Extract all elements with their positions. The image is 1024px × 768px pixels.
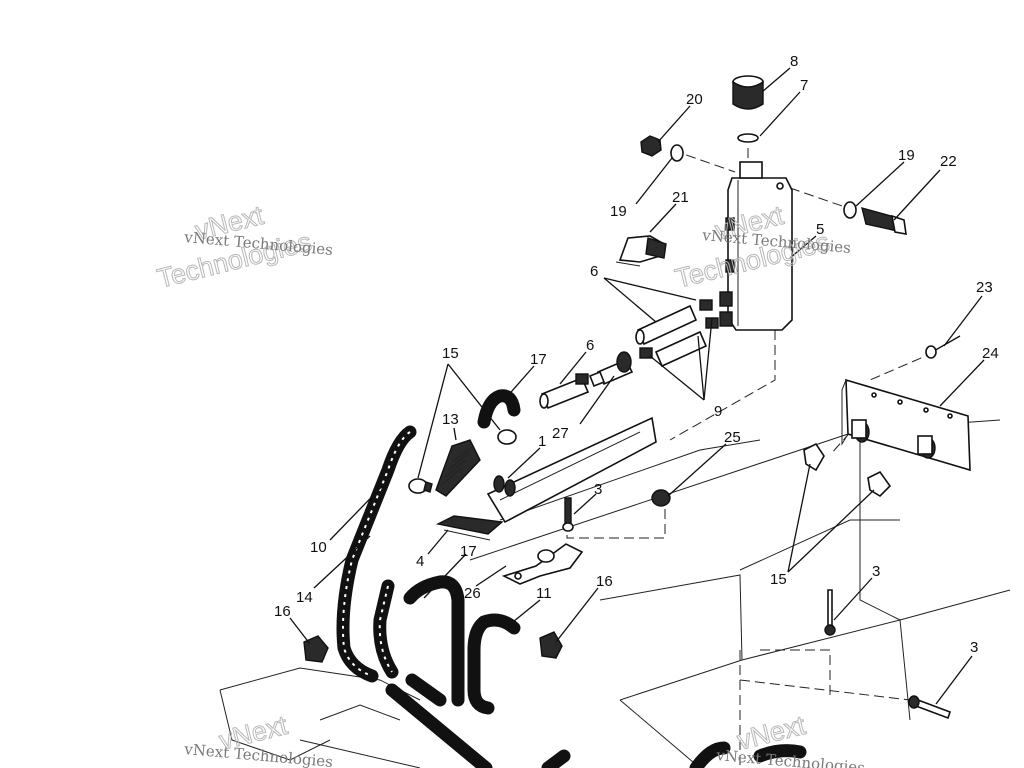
shim-plate xyxy=(435,515,504,541)
callout-17-top: 17 xyxy=(530,351,547,368)
callout-4: 4 xyxy=(416,553,424,570)
long-hose-14 xyxy=(373,579,399,679)
rivet-top xyxy=(925,335,961,359)
callout-10: 10 xyxy=(310,539,327,556)
cap-gasket xyxy=(737,133,759,143)
watermark-bottom-left: vNext vNext Technologies xyxy=(183,709,334,768)
hose-clamp-left xyxy=(408,478,433,494)
screw-3-bottom xyxy=(908,695,952,720)
coolant-reservoir xyxy=(725,161,793,331)
callout-14: 14 xyxy=(296,589,313,606)
clamp-16-left xyxy=(303,635,329,663)
callout-22: 22 xyxy=(940,153,957,170)
callout-11: 11 xyxy=(536,585,552,602)
washer-left xyxy=(670,144,684,162)
callout-21: 21 xyxy=(672,189,689,206)
mounting-bracket xyxy=(486,416,657,524)
callout-26: 26 xyxy=(464,585,481,602)
hose-clamps-right xyxy=(803,442,892,498)
mounting-bolt xyxy=(861,207,907,235)
heat-exchanger-bracket xyxy=(841,378,971,472)
callout-8: 8 xyxy=(790,53,798,70)
callout-7: 7 xyxy=(800,77,808,94)
watermark-bottom-right: vNext vNext Technologies xyxy=(715,709,866,768)
callout-labels: 8 7 20 19 19 22 21 5 6 6 23 24 15 17 13 … xyxy=(274,53,999,656)
callout-20: 20 xyxy=(686,91,703,108)
watermark-top-left: vNext Technologies vNext Technologies xyxy=(154,199,334,294)
tee-fitting xyxy=(588,351,634,388)
callout-23: 23 xyxy=(976,279,993,296)
screw-3-top xyxy=(562,497,574,532)
drain-plug xyxy=(651,489,671,507)
washer-right xyxy=(843,201,857,219)
spring xyxy=(435,439,481,497)
mount-bracket-26 xyxy=(501,543,584,585)
long-hose-10 xyxy=(336,425,417,683)
screw-3-mid xyxy=(824,589,836,636)
chassis-outline xyxy=(219,419,1011,768)
callout-15-right: 15 xyxy=(770,571,787,588)
callout-27: 27 xyxy=(552,425,569,442)
callout-25: 25 xyxy=(724,429,741,446)
callout-9: 9 xyxy=(714,403,722,420)
leader-lines xyxy=(289,67,985,705)
hose-11 xyxy=(467,613,521,715)
callout-1: 1 xyxy=(538,433,546,450)
callout-13: 13 xyxy=(442,411,459,428)
callout-3-mid: 3 xyxy=(872,563,880,580)
callout-3-bottom: 3 xyxy=(970,639,978,656)
callout-24: 24 xyxy=(982,345,999,362)
callout-15-left: 15 xyxy=(442,345,459,362)
hose-clip xyxy=(615,235,667,267)
filler-cap xyxy=(732,75,764,110)
elbow-hose-top xyxy=(477,389,521,429)
callout-3-top: 3 xyxy=(594,481,602,498)
callout-5: 5 xyxy=(816,221,824,238)
bottom-pipes xyxy=(385,673,807,768)
callout-16-left: 16 xyxy=(274,603,291,620)
callout-6-mid: 6 xyxy=(586,337,594,354)
callout-19-right: 19 xyxy=(898,147,915,164)
callout-6-top: 6 xyxy=(590,263,598,280)
callout-19-left: 19 xyxy=(610,203,627,220)
callout-17-bottom: 17 xyxy=(460,543,477,560)
clamp-top-17 xyxy=(497,429,517,445)
callout-16-right: 16 xyxy=(596,573,613,590)
clamp-16-right xyxy=(539,631,563,659)
short-hoses xyxy=(539,304,708,410)
mounting-nut xyxy=(640,135,662,157)
